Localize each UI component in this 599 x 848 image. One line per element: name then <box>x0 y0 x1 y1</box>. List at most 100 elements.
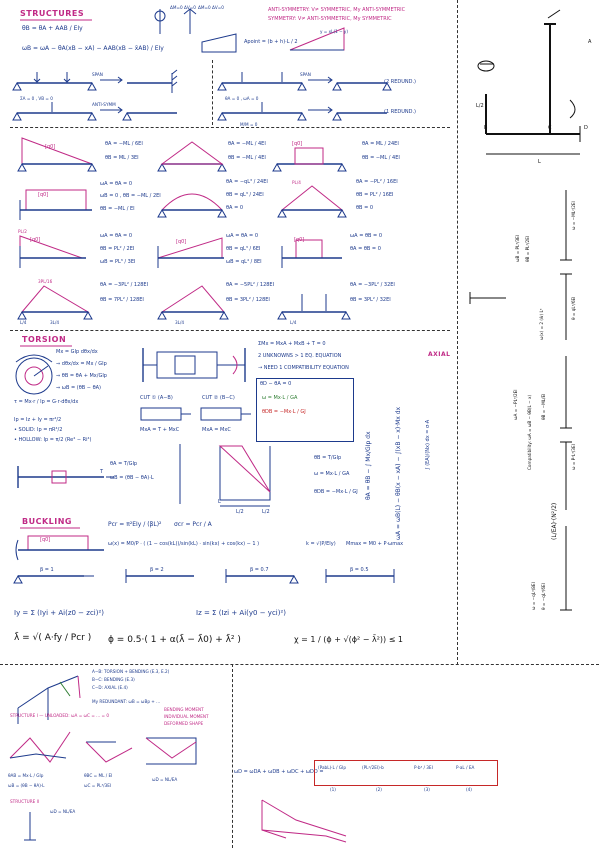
r2-l0: ωA = θA = 0 <box>100 181 133 187</box>
deformed-frame-sketch <box>261 799 347 843</box>
beta-2: β = 2 <box>150 567 164 573</box>
bottom-moment-diagrams <box>9 731 197 765</box>
rp-t5: θB = −ML/EI <box>541 393 546 420</box>
lbl-3l4-2: 3L/4 <box>175 320 185 325</box>
beta-1: β = 1 <box>40 567 54 573</box>
buckling-chi: χ = 1 / (ϕ + √(ϕ² − λ̄²)) ≤ 1 <box>294 635 404 644</box>
eq-u2: (2) <box>376 787 382 792</box>
torsion-m4: ⇒ ωB = (θB − θA) <box>56 385 102 391</box>
case-row4-diagrams <box>17 285 351 320</box>
torsion-theta-b: θB = T/GIp <box>314 455 342 461</box>
eq-term-1: (PabL)·L / GIp <box>318 765 347 770</box>
deformed-shape-label: DEFORMED SHAPE <box>164 721 204 726</box>
q0-label-3: [q0] <box>38 192 49 198</box>
beta-cases-diagram <box>13 569 395 584</box>
legend-2: B−C: BENDING (E.3) <box>92 677 135 682</box>
torsion-need: → NEED 1 COMPATIBILITY EQUATION <box>258 365 349 371</box>
omega-b-label: ωB = (θB − θA)·L <box>110 475 154 481</box>
bottom-b4: ωC = PL³/3EI <box>84 783 112 788</box>
rp-t2: θB = PL²/2EI <box>525 235 530 262</box>
torsion-ip3: • HOLLOW: Ip = π/2 (Re⁴ − Ri⁴) <box>14 437 92 443</box>
torsion-mb: MxA = MxC <box>202 427 231 433</box>
lbl-3l4-1: 3L/4 <box>50 320 60 325</box>
q0-label-1: [q0] <box>45 144 56 150</box>
r3-m2: ωB = qL⁴ / 8EI <box>226 259 262 265</box>
eq-u4: (4) <box>466 787 472 792</box>
legend-3: C−D: AXIAL (E.4) <box>92 685 128 690</box>
omega-l-label: ω = Mx·L / GA <box>262 395 298 401</box>
eq-term-3: P·b³ / 3EI <box>414 765 433 770</box>
rp-t11: ω = −qL⁴/8EI <box>531 582 536 610</box>
torsion-ma: MxA = T + MxC <box>140 427 180 433</box>
torsion-heading: TORSION <box>22 335 67 344</box>
buckling-pcr: Pcr = π²EIy / (βL)² <box>108 521 162 528</box>
r3-l3: ωB = PL³ / 3EI <box>100 259 136 265</box>
cut1-label: CUT ① (A−B) <box>140 395 173 401</box>
beta-4: β = 0.5 <box>350 567 369 573</box>
bottom-frame-3d-sketch <box>17 675 81 724</box>
torsion-tau: τ = Mx·r / Ip = G·r·dθx/dx <box>14 399 79 405</box>
q0-label-4: [q0] <box>30 237 41 243</box>
axial-col3: ∫ (EA)/(Nx) dx = σ·A <box>425 419 431 470</box>
rp-t12: θ = −qL³/6EI <box>541 583 546 610</box>
mm0-label: M/M = 0 <box>240 122 258 127</box>
torsion-m3: ⇒ θB = θA + Mx/GIp <box>56 373 107 379</box>
r4-m2: θB = 3PL² / 128EI <box>226 297 270 303</box>
torsion-ip1: Ip = Iz + Iy = πr⁴/2 <box>14 417 62 423</box>
r3-r2: θA = θB = 0 <box>350 246 381 252</box>
buckling-wx: ω(x) = M0/P · ( (1 − cos(kL))/sin(kL) · … <box>108 541 260 547</box>
eq-u3: (3) <box>424 787 430 792</box>
frame-diagram <box>179 444 271 507</box>
dim-b: L/2 <box>236 509 244 515</box>
q0-label-2: [q0] <box>292 141 303 147</box>
sign-conv-2: ΔM=0 ΔV=0 <box>198 5 224 10</box>
beta-3: β = 0.7 <box>250 567 269 573</box>
small-beam-sketch <box>469 292 506 304</box>
r4-r1: θA = −3PL² / 32EI <box>350 282 395 288</box>
theta-eq-label: θDB = −Mx·L / GJ <box>262 409 306 415</box>
omega-b-formula: ωB = ωA − θA(xB − xA) − AAB(xB − x̄AB) /… <box>22 45 164 52</box>
legend-1: A−B: TORSION + BENDING (E.3, E.2) <box>92 669 170 674</box>
dim-a: L <box>218 499 221 505</box>
result-equation-box <box>314 760 498 786</box>
torsion-sum: ΣMx = MxA + MxB + T = 0 <box>258 341 326 347</box>
right-frame-diagram <box>477 9 581 155</box>
bottom-b3: θBC = ML / EI <box>84 773 113 778</box>
compatibility-box <box>256 378 354 442</box>
comp-eq: θD − θA = 0 <box>260 381 292 387</box>
right-strip-diagrams <box>560 190 572 611</box>
p3l16-label: 3PL/16 <box>38 279 53 284</box>
structure-i: STRUCTURE I — UNLOADED: ωA = ωC = ... = … <box>10 713 109 718</box>
bottom-b5: ωD = NL/EA <box>152 777 178 782</box>
structures-row-divider-2 <box>10 330 450 331</box>
buckling-beam-diagram <box>15 535 104 561</box>
buckling-iy: Iy = Σ (Iyi + Ai(z0 − zci)²) <box>14 609 105 617</box>
pl4-label: PL/4 <box>292 180 301 185</box>
symmetry-note: SYMMETRY: V≠ ANTI-SYMMETRIC, My SYMMETRI… <box>268 16 392 22</box>
rp-t8: Compatibility: ωA = ωB − θB(L − x) <box>527 394 532 470</box>
torsion-heading-underline <box>20 345 72 347</box>
bottom-b2: ωB = (θB − θA)·L <box>8 783 45 788</box>
axial-heading: AXIAL <box>428 351 451 358</box>
rp-t1: ωB = PL³/3EI <box>515 234 520 262</box>
r1-l2: θB = ML / 3EI <box>105 155 139 161</box>
triangle-load-diagram <box>289 27 345 51</box>
rp-label-d: D <box>584 125 588 131</box>
rp-label-b: B <box>484 125 488 131</box>
rp-t10: (L/EA)·(N²/2) <box>551 502 558 540</box>
redundant-2-label: (2 REDUND.) <box>384 79 416 85</box>
anti-sym-label: ANTI-SYMM <box>92 102 116 107</box>
r1-r3: θA = ML / 24EI <box>362 141 399 147</box>
r4-l1: θA = −3PL² / 128EI <box>100 282 149 288</box>
buckling-phi: ϕ = 0.5·( 1 + α(λ̄ − λ̄0) + λ̄² ) <box>108 635 241 645</box>
rp-t9: ω = P²L³/3EI <box>571 444 576 470</box>
r2-r1: θA = −PL² / 16EI <box>356 179 398 185</box>
case-ma2: θA = 0 , ωA = 0 <box>225 96 259 101</box>
bottom-divider <box>0 664 599 665</box>
torsion-theta-eq: θDB = −Mx·L / GJ <box>314 489 358 495</box>
r1-r3b: θB = −ML / 4EI <box>362 155 400 161</box>
cut-diagrams <box>140 407 251 421</box>
structures-col-divider-1 <box>212 60 213 125</box>
case-ma: ΣA = 0 , VB = 0 <box>20 96 53 101</box>
rp-label-l2: L/2 <box>476 103 484 109</box>
